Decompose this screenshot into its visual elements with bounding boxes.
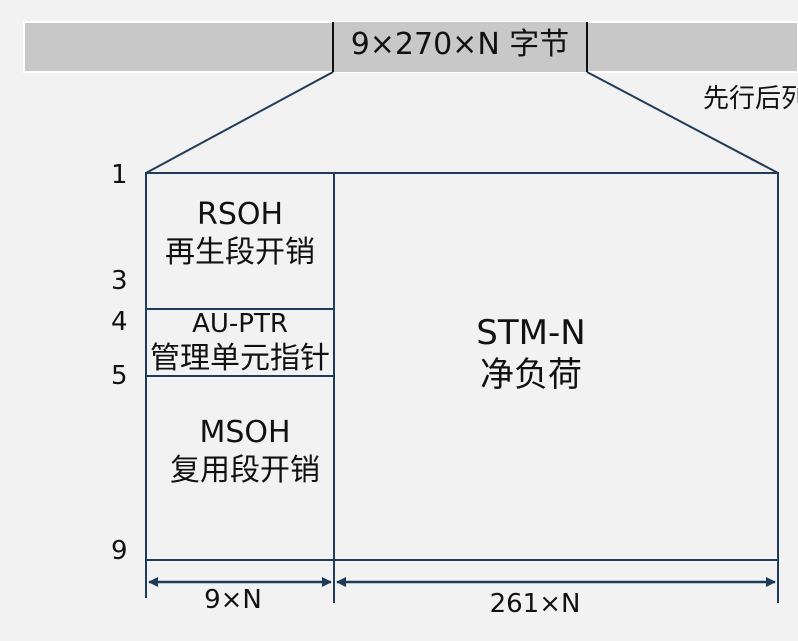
row-number-5: 5	[111, 361, 128, 391]
row-number-9: 9	[111, 536, 128, 566]
transmission-order-note: 先行后列	[703, 84, 798, 114]
auptr-title: AU-PTR	[192, 309, 288, 339]
frame-outline	[145, 172, 779, 561]
header-label-box	[333, 22, 587, 72]
row-number-3: 3	[111, 266, 128, 296]
projection-line-right	[586, 71, 779, 174]
projection-line-left	[145, 71, 334, 174]
row-number-4: 4	[111, 307, 128, 337]
row-number-1: 1	[111, 160, 128, 190]
overhead-width-label: 9×N	[204, 585, 262, 615]
payload-width-label: 261×N	[489, 589, 581, 619]
payload-title: STM-N	[476, 313, 586, 353]
msoh-subtitle: 复用段开销	[170, 453, 320, 488]
frame-size-header: 9×270×N 字节	[350, 27, 570, 62]
rsoh-title: RSOH	[196, 197, 284, 232]
payload-subtitle: 净负荷	[480, 355, 582, 395]
rsoh-subtitle: 再生段开销	[165, 235, 315, 270]
msoh-title: MSOH	[199, 415, 291, 450]
auptr-subtitle: 管理单元指针	[150, 341, 330, 376]
